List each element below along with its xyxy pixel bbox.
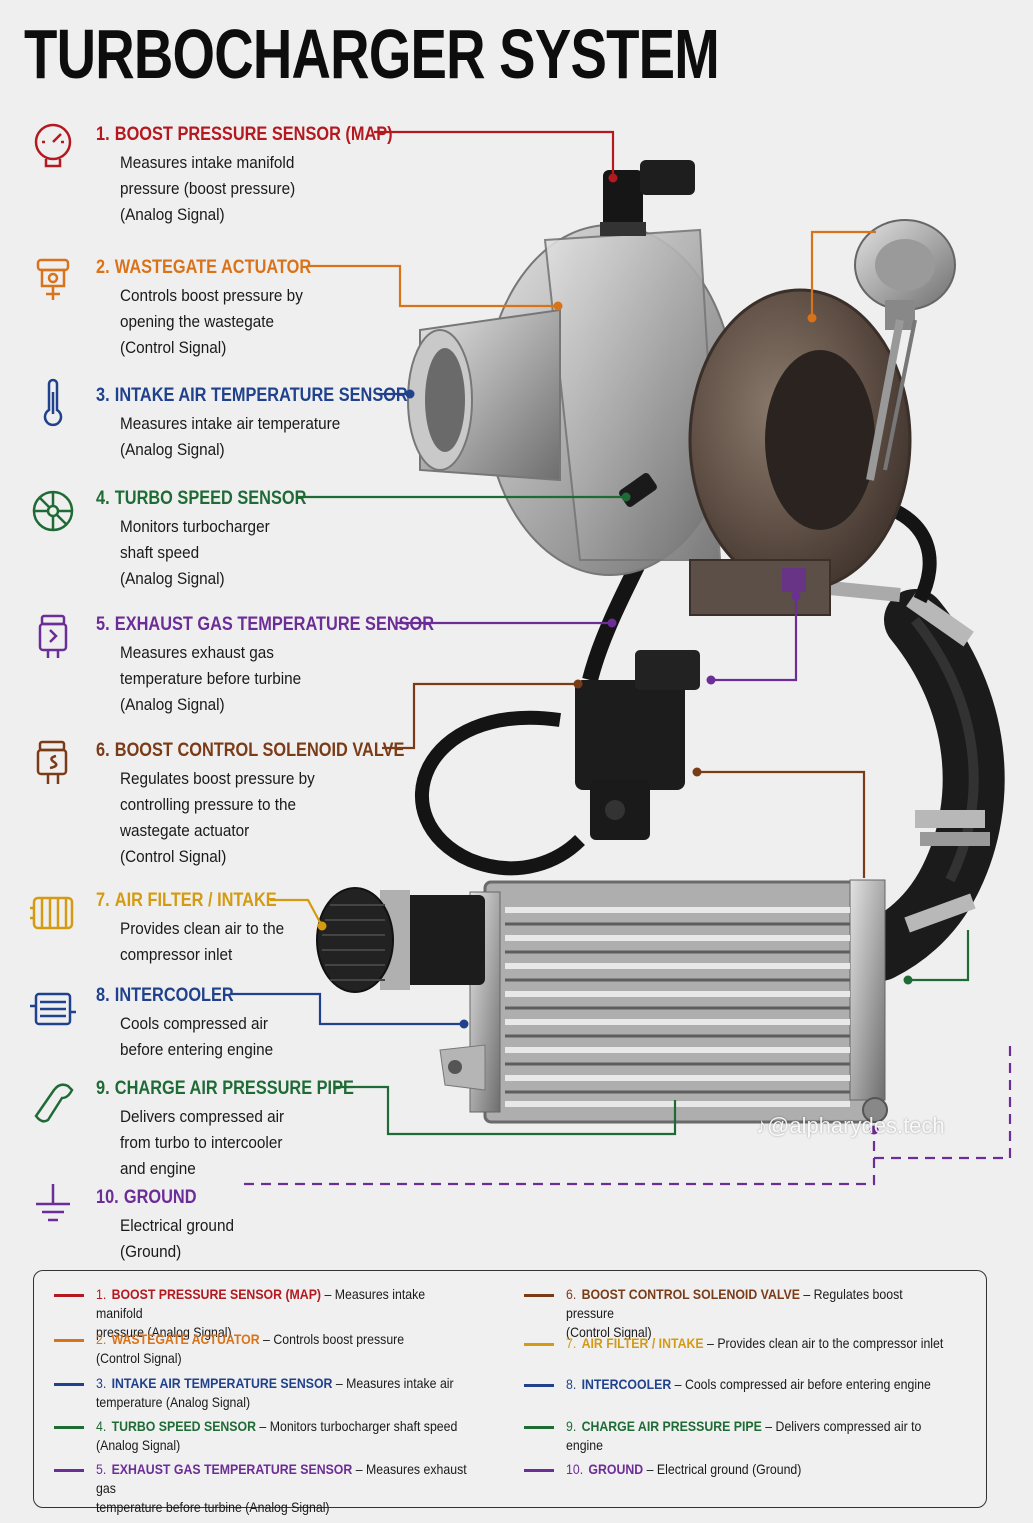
callout-desc-line: Regulates boost pressure by (120, 769, 315, 788)
callout-desc-line: Measures intake air temperature (120, 414, 341, 433)
callout-name: INTERCOOLER (114, 985, 234, 1006)
callout-intake-air-temp-sensor: 3.INTAKE AIR TEMPERATURE SENSOR Measures… (96, 385, 458, 463)
callout-air-filter-intake: 7.AIR FILTER / INTAKE Provides clean air… (96, 890, 306, 968)
callout-desc-line: (Ground) (120, 1242, 182, 1261)
callout-desc-line: and engine (120, 1159, 196, 1178)
callout-intercooler: 8.INTERCOOLER Cools compressed air before… (96, 985, 290, 1063)
callout-number: 6. (96, 740, 110, 761)
callout-exhaust-gas-temp-sensor: 5.EXHAUST GAS TEMPERATURE SENSOR Measure… (96, 614, 489, 718)
callout-number: 9. (96, 1078, 110, 1099)
intercooler-icon (30, 992, 76, 1026)
callout-name: AIR FILTER / INTAKE (114, 890, 277, 911)
callout-boost-control-solenoid: 6.BOOST CONTROL SOLENOID VALVE Regulates… (96, 740, 455, 870)
callout-number: 3. (96, 385, 110, 406)
air-filter-icon (30, 896, 74, 930)
callout-ground: 10.GROUND Electrical ground (Ground) (96, 1187, 247, 1265)
callout-desc-line: pressure (boost pressure) (120, 179, 296, 198)
intercooler-fins (505, 907, 850, 1107)
callout-desc-line: Delivers compressed air (120, 1107, 285, 1126)
actuator-icon (36, 258, 70, 300)
callout-boost-pressure-sensor: 1.BOOST PRESSURE SENSOR (MAP) Measures i… (96, 124, 441, 228)
callout-desc-line: opening the wastegate (120, 312, 274, 331)
callout-desc-line: Measures intake manifold (120, 153, 295, 172)
legend-swatch (524, 1343, 554, 1346)
callout-desc-line: Measures exhaust gas (120, 643, 274, 662)
pipe-icon (34, 1083, 74, 1123)
callout-desc-line: (Analog Signal) (120, 205, 225, 224)
callout-number: 5. (96, 614, 110, 635)
callout-desc-line: before entering engine (120, 1040, 274, 1059)
callout-charge-air-pipe: 9.CHARGE AIR PRESSURE PIPE Delivers comp… (96, 1078, 396, 1182)
legend-swatch (54, 1383, 84, 1386)
callout-name: BOOST PRESSURE SENSOR (MAP) (114, 124, 393, 145)
callout-desc-line: Cools compressed air (120, 1014, 268, 1033)
callout-number: 4. (96, 488, 110, 509)
callout-desc-line: from turbo to intercooler (120, 1133, 283, 1152)
thermometer-icon (43, 378, 63, 427)
page-title: TURBOCHARGER SYSTEM (24, 15, 720, 93)
legend-swatch (54, 1426, 84, 1429)
callout-name: TURBO SPEED SENSOR (114, 488, 307, 509)
legend-swatch (524, 1384, 554, 1387)
callout-wastegate-actuator: 2.WASTEGATE ACTUATOR Controls boost pres… (96, 257, 346, 361)
callout-number: 7. (96, 890, 110, 911)
callout-name: GROUND (123, 1187, 197, 1208)
callout-desc-line: (Analog Signal) (120, 695, 225, 714)
callout-name: CHARGE AIR PRESSURE PIPE (114, 1078, 354, 1099)
legend-swatch (524, 1469, 554, 1472)
callout-desc-line: shaft speed (120, 543, 200, 562)
callout-name: INTAKE AIR TEMPERATURE SENSOR (114, 385, 408, 406)
callout-name: WASTEGATE ACTUATOR (114, 257, 312, 278)
callout-desc-line: Monitors turbocharger (120, 517, 270, 536)
callout-number: 2. (96, 257, 110, 278)
legend-swatch (54, 1294, 84, 1297)
callout-desc-line: (Control Signal) (120, 338, 227, 357)
ground-icon (36, 1184, 70, 1222)
callout-desc-line: Provides clean air to the (120, 919, 285, 938)
callout-desc-line: Electrical ground (120, 1216, 234, 1235)
watermark: ♪@alpharydes.tech (756, 1113, 945, 1138)
callout-desc-line: wastegate actuator (120, 821, 250, 840)
callout-number: 8. (96, 985, 110, 1006)
callout-number: 10. (96, 1187, 119, 1208)
callout-desc-line: compressor inlet (120, 945, 233, 964)
legend-swatch (524, 1294, 554, 1297)
pressure-gauge-icon (34, 123, 72, 168)
callout-turbo-speed-sensor: 4.TURBO SPEED SENSOR Monitors turbocharg… (96, 488, 341, 592)
callout-name: EXHAUST GAS TEMPERATURE SENSOR (114, 614, 435, 635)
callout-desc-line: (Control Signal) (120, 847, 227, 866)
callout-desc-line: temperature before turbine (120, 669, 302, 688)
callout-desc-line: (Analog Signal) (120, 440, 225, 459)
callout-desc-line: Controls boost pressure by (120, 286, 303, 305)
callout-desc-line: controlling pressure to the (120, 795, 297, 814)
callout-number: 1. (96, 124, 110, 145)
callout-name: BOOST CONTROL SOLENOID VALVE (114, 740, 405, 761)
charge-pipe-hose (849, 589, 1005, 981)
egt-sensor-icon (38, 614, 68, 658)
turbine-icon (32, 490, 74, 532)
legend-swatch (54, 1339, 84, 1342)
legend-swatch (54, 1469, 84, 1472)
legend-swatch (524, 1426, 554, 1429)
callout-desc-line: (Analog Signal) (120, 569, 225, 588)
solenoid-valve-icon (36, 740, 68, 784)
legend-box: 1.BOOST PRESSURE SENSOR (MAP) – Measures… (33, 1270, 987, 1515)
